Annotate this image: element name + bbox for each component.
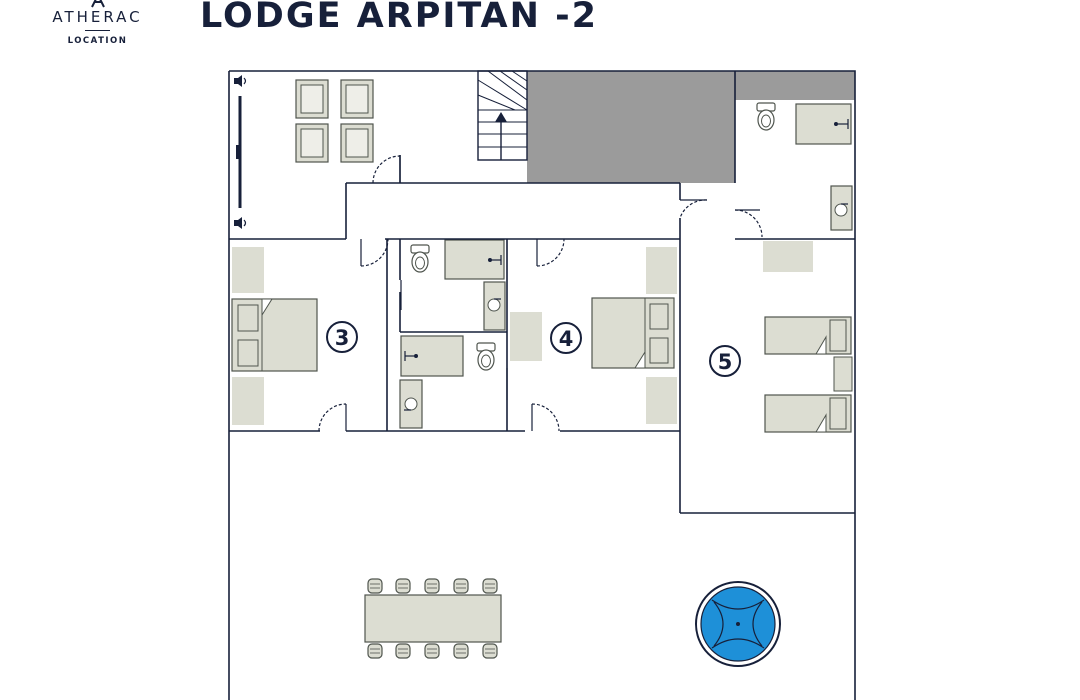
room-label-3: 3 <box>326 321 358 353</box>
bathroom-top-right <box>756 102 853 231</box>
stair-arrow-icon <box>495 112 507 122</box>
tv-wall <box>234 75 247 229</box>
hot-tub <box>695 581 781 667</box>
brand-logo: ATHERAC LOCATION <box>40 0 155 50</box>
brand-divider <box>85 30 110 31</box>
staircase <box>477 70 528 161</box>
svg-text:5: 5 <box>718 350 733 374</box>
speaker-icon <box>234 75 247 87</box>
page-title: LODGE ARPITAN -2 <box>200 0 598 36</box>
svg-text:4: 4 <box>559 327 574 351</box>
room-label-4: 4 <box>550 322 582 354</box>
bathroom-upper-middle <box>410 239 506 331</box>
room-5-furniture <box>763 241 853 433</box>
doors <box>318 155 763 432</box>
svg-text:3: 3 <box>335 326 350 350</box>
room-label-5: 5 <box>709 345 741 377</box>
brand-tagline: LOCATION <box>67 36 128 46</box>
brand-name: ATHERAC <box>52 8 143 26</box>
room-3-furniture <box>231 247 318 425</box>
armchairs <box>295 79 374 163</box>
room-4-furniture <box>510 247 677 424</box>
dining-table <box>364 578 502 659</box>
void-area <box>527 71 855 183</box>
bathroom-lower-middle <box>399 335 496 429</box>
speaker-icon <box>234 217 247 229</box>
walls <box>228 70 856 700</box>
logo-mark-icon <box>91 0 105 8</box>
